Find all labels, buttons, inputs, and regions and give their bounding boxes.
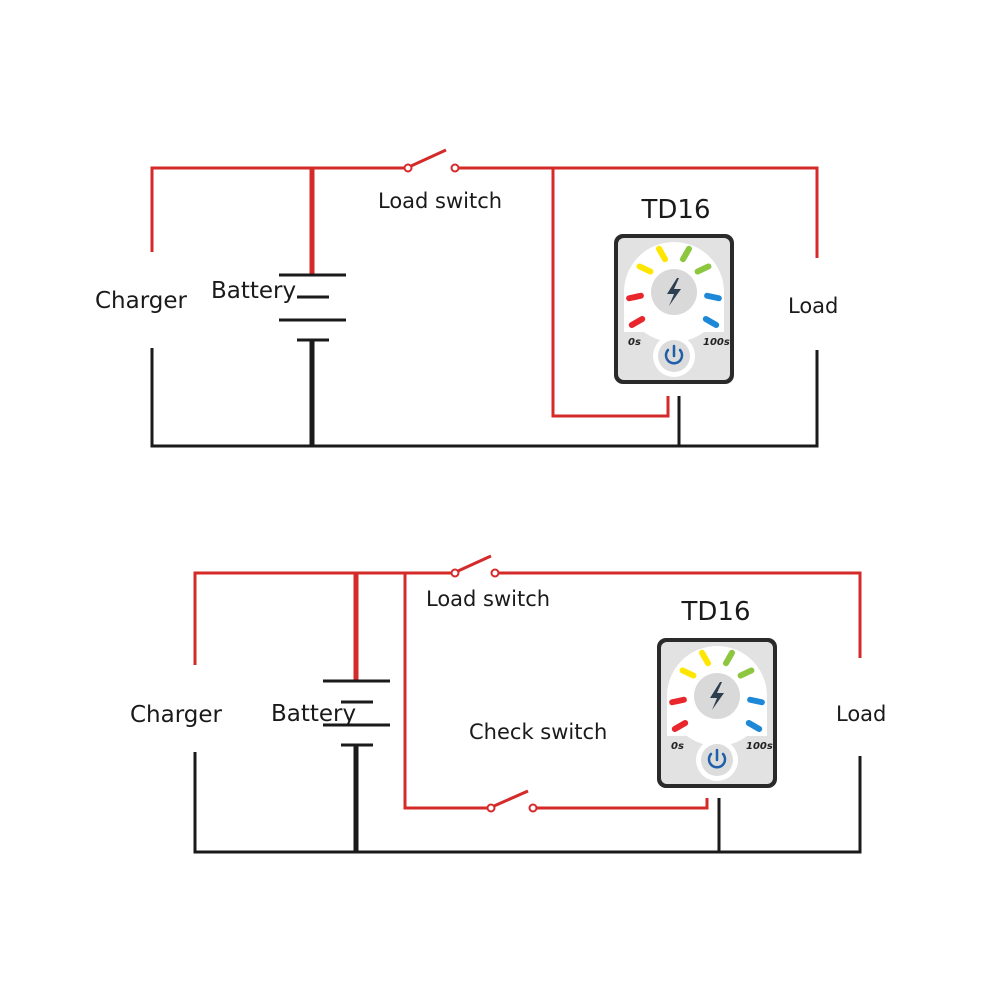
lightning-icon	[667, 278, 681, 306]
led-ring	[657, 638, 777, 788]
check-circuit-wire	[403, 573, 488, 810]
diagram-top: Charger Battery Load switch Load TD16 0s…	[95, 148, 838, 448]
positive-wire-load	[498, 571, 862, 658]
power-icon[interactable]	[707, 748, 727, 769]
scale-max-label: 100s	[703, 337, 730, 348]
load-switch-symbol	[403, 148, 460, 173]
module-title: TD16	[641, 195, 711, 225]
scale-min-label: 0s	[628, 337, 641, 348]
positive-wire-charger	[193, 571, 452, 665]
scale-min-label: 0s	[671, 741, 684, 752]
led-ring	[614, 234, 734, 384]
td16-module: 0s 100s	[657, 638, 777, 788]
module-positive-lead	[551, 168, 670, 418]
positive-wire-load	[458, 166, 819, 258]
charger-label: Charger	[95, 288, 188, 314]
check-switch-symbol	[486, 789, 538, 813]
load-switch-label: Load switch	[426, 587, 550, 611]
load-switch-symbol	[450, 554, 500, 578]
check-switch-label: Check switch	[469, 720, 607, 744]
lightning-icon	[710, 682, 724, 710]
td16-module: 0s 100s	[614, 234, 734, 384]
power-icon[interactable]	[664, 344, 684, 365]
negative-wire	[150, 348, 819, 448]
load-label: Load	[788, 294, 838, 318]
battery-label: Battery	[271, 701, 356, 727]
charger-label: Charger	[130, 702, 223, 728]
negative-wire	[193, 752, 862, 854]
battery-label: Battery	[211, 278, 296, 304]
module-title: TD16	[681, 597, 751, 627]
module-positive-lead	[536, 798, 709, 810]
load-label: Load	[836, 702, 886, 726]
load-switch-label: Load switch	[378, 189, 502, 213]
scale-max-label: 100s	[746, 741, 773, 752]
positive-wire-charger	[150, 166, 405, 252]
diagram-bottom: Charger Battery Load switch Check switch…	[130, 554, 886, 854]
